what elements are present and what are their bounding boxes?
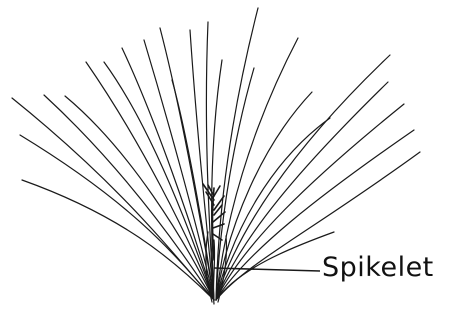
leaf-blade (104, 62, 214, 300)
leaf-blade (216, 118, 330, 300)
spikelet-branch (214, 186, 220, 196)
leaf-blade (20, 135, 214, 300)
spikelet-label: Spikelet (322, 252, 434, 284)
leaf-blade (216, 232, 334, 300)
leaf-blade (22, 180, 214, 300)
leaf-blade (216, 38, 298, 300)
leaf-blade (216, 68, 254, 300)
